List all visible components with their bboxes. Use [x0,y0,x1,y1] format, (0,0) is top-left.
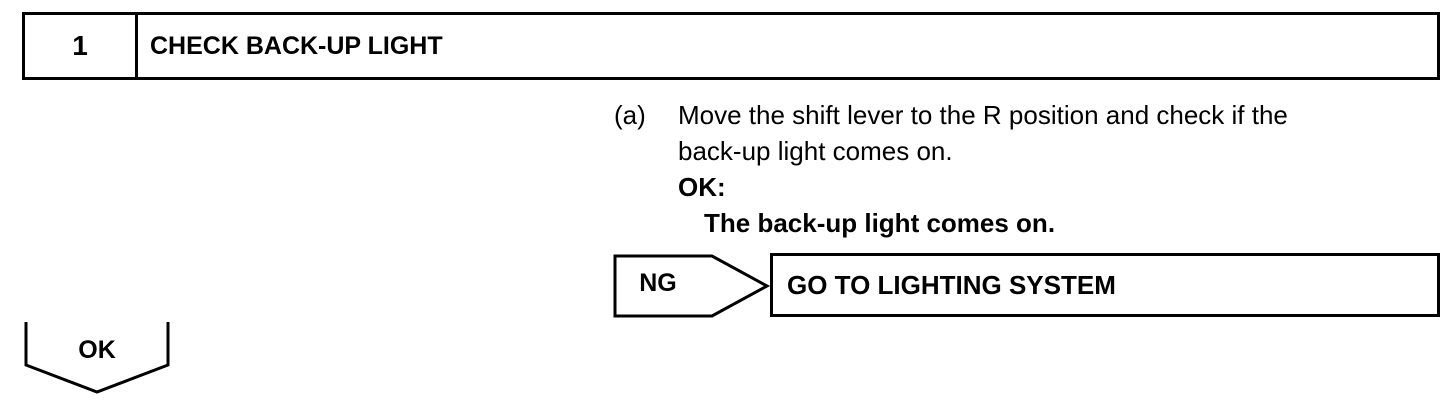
ng-arrow-icon [613,254,771,318]
step-header: 1 CHECK BACK-UP LIGHT [22,12,1440,80]
instruction-marker: (a) [614,100,646,130]
instruction-body: Move the shift lever to the R position a… [678,97,1414,241]
ok-arrow-icon [24,322,170,394]
ok-criteria-label: OK: [678,172,726,202]
ng-action-box: GO TO LIGHTING SYSTEM [770,253,1440,317]
ng-label: NG [639,268,677,297]
instruction-text-line-2: back-up light comes on. [678,136,953,166]
instruction-block: (a) Move the shift lever to the R positi… [614,97,1414,241]
ok-label: OK [78,335,116,364]
ok-criteria-result: The back-up light comes on. [704,208,1056,238]
step-number: 1 [25,15,138,77]
step-title: CHECK BACK-UP LIGHT [150,31,443,60]
instruction-text-line-1: Move the shift lever to the R position a… [678,100,1288,130]
